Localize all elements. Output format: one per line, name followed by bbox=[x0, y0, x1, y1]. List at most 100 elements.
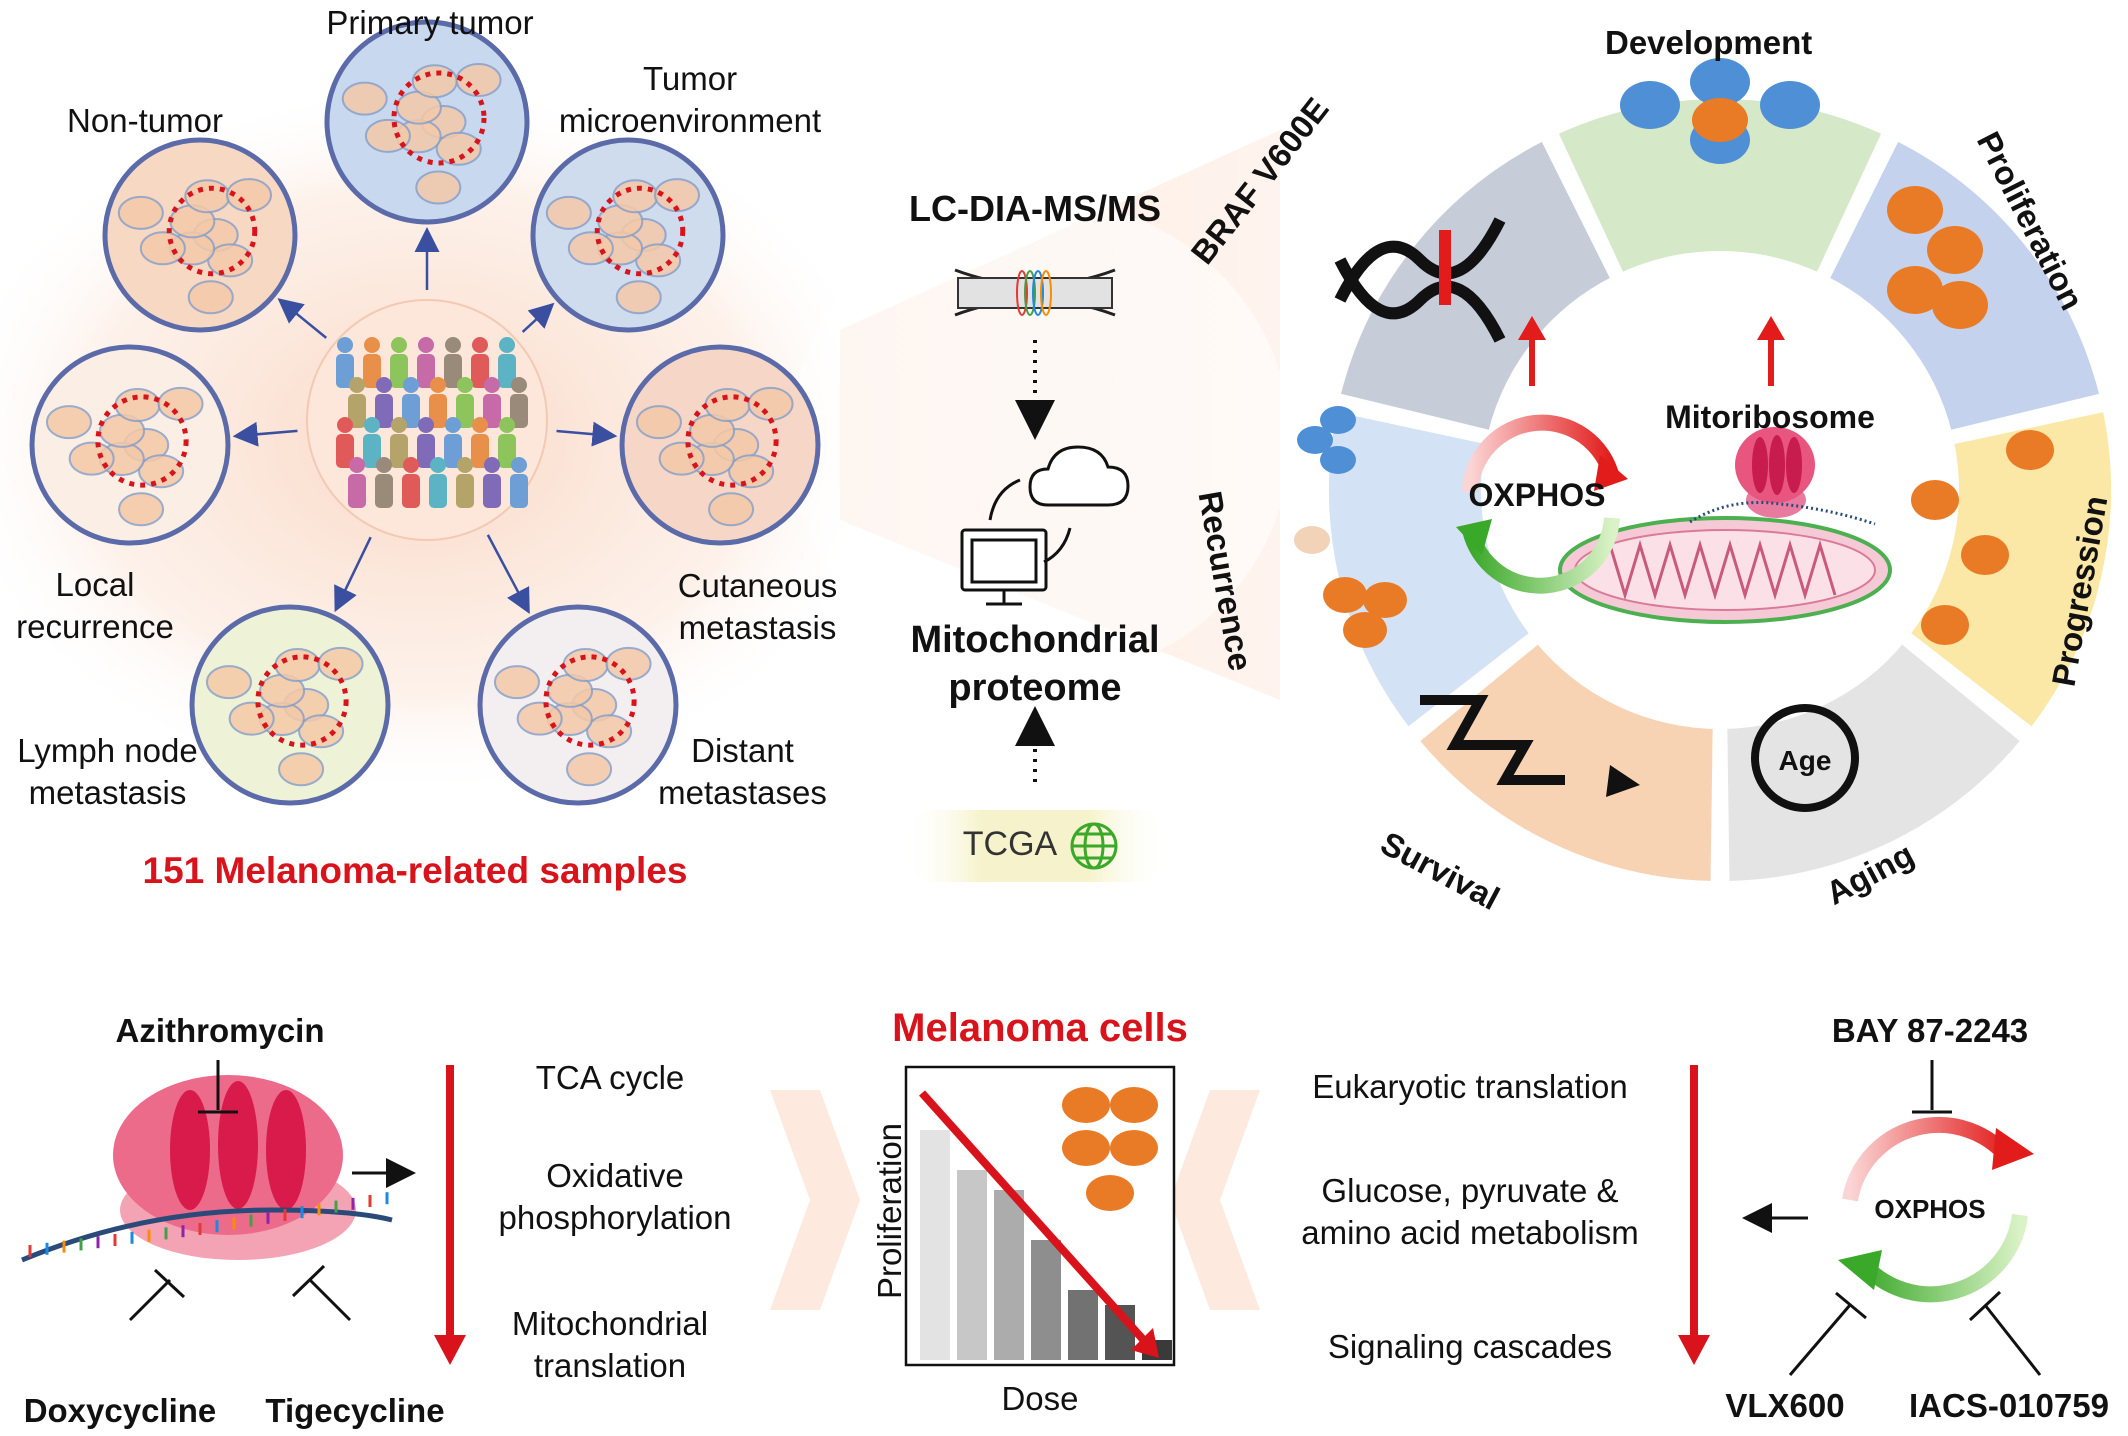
pathway-eukaryotic-translation: Eukaryotic translation bbox=[1312, 1068, 1628, 1105]
oxphos-cycle-icon bbox=[1456, 414, 1628, 594]
drug-bay: BAY 87-2243 bbox=[1831, 1012, 2029, 1049]
person-icon bbox=[402, 457, 420, 508]
chevron-right-shape bbox=[770, 1090, 860, 1310]
spoke-arrow bbox=[277, 298, 328, 339]
chart-bar-5 bbox=[1068, 1290, 1098, 1360]
person-icon bbox=[390, 337, 408, 388]
wheel-segment bbox=[1409, 633, 1721, 890]
person-icon bbox=[498, 417, 516, 468]
inhibition-lines-right bbox=[1788, 1060, 2042, 1376]
wheel-segment bbox=[1719, 633, 2031, 890]
person-icon bbox=[483, 377, 501, 428]
person-icon bbox=[429, 457, 447, 508]
person-icon bbox=[375, 457, 393, 508]
person-icon bbox=[336, 417, 354, 468]
person-icon bbox=[456, 457, 474, 508]
orange-cell-cluster bbox=[1062, 1087, 1158, 1211]
chart-bar-1 bbox=[920, 1130, 950, 1360]
trend-arrow bbox=[919, 1090, 1151, 1348]
drug-tigecycline: Tigecycline bbox=[265, 1392, 445, 1429]
spoke-arrow bbox=[486, 534, 530, 614]
label-non-tumor: Non-tumor bbox=[67, 102, 223, 139]
computer-cloud-icon bbox=[960, 445, 1130, 606]
segment-icons bbox=[1294, 58, 2054, 812]
person-icon bbox=[483, 457, 501, 508]
spoke-arrow bbox=[232, 421, 298, 447]
red-down-arrows bbox=[434, 1065, 1710, 1365]
sample-circle-distant bbox=[477, 604, 679, 806]
method-label: LC-DIA-MS/MS bbox=[909, 188, 1161, 229]
sample-circle-cutaneous bbox=[619, 344, 821, 546]
oxphos-bottom-label: OXPHOS bbox=[1874, 1194, 1986, 1224]
globe-icon bbox=[1070, 822, 1118, 870]
chart-bar-4 bbox=[1031, 1240, 1061, 1360]
person-icon bbox=[471, 417, 489, 468]
person-icon bbox=[348, 457, 366, 508]
label-primary-tumor: Primary tumor bbox=[326, 4, 534, 41]
person-icon bbox=[444, 417, 462, 468]
sample-circle-local bbox=[29, 344, 231, 546]
age-icon-label: Age bbox=[1778, 745, 1832, 776]
pathway-signaling: Signaling cascades bbox=[1327, 1328, 1613, 1365]
person-icon bbox=[498, 337, 516, 388]
person-icon bbox=[417, 337, 435, 388]
drug-vlx600: VLX600 bbox=[1725, 1387, 1845, 1424]
chart-ylabel: Proliferation bbox=[871, 1122, 908, 1300]
survival-zigzag-icon bbox=[1420, 695, 1565, 785]
sample-circle-nontumor bbox=[102, 137, 298, 333]
melanoma-cells-title: Melanoma cells bbox=[892, 1006, 1188, 1050]
up-arrow-icon bbox=[1518, 316, 1785, 386]
person-icon bbox=[402, 377, 420, 428]
person-icon bbox=[429, 377, 447, 428]
inhibition-lines-left bbox=[128, 1060, 352, 1322]
spoke-arrow bbox=[556, 421, 618, 447]
drug-azithromycin: Azithromycin bbox=[115, 1012, 325, 1049]
oxphos-label: OXPHOS bbox=[1468, 477, 1606, 513]
person-icon bbox=[510, 377, 528, 428]
chart-xlabel: Dose bbox=[1001, 1380, 1079, 1417]
person-icon bbox=[336, 337, 354, 388]
oxphos-cycle-bottom-icon bbox=[1838, 1117, 2034, 1303]
person-icon bbox=[444, 337, 462, 388]
mitoribosome-label: Mitoribosome bbox=[1665, 399, 1875, 435]
person-icon bbox=[471, 337, 489, 388]
mitoribosome-icon bbox=[1689, 427, 1876, 526]
mitochondrion-illustration bbox=[1558, 516, 1892, 624]
aging-cycle-icon bbox=[1751, 704, 1859, 812]
wheel-label-development: Development bbox=[1605, 24, 1813, 61]
sample-circle-tme bbox=[530, 137, 726, 333]
chart-bar-3 bbox=[994, 1190, 1024, 1360]
person-icon bbox=[417, 417, 435, 468]
ribosome-icon bbox=[21, 1075, 393, 1263]
person-icon bbox=[363, 417, 381, 468]
chevron-left-shape bbox=[1170, 1090, 1260, 1310]
sample-circle-lymph bbox=[189, 604, 391, 806]
person-icon bbox=[363, 337, 381, 388]
pathway-metabolism: Glucose, pyruvate &amino acid metabolism bbox=[1301, 1172, 1639, 1251]
drug-doxycycline: Doxycycline bbox=[23, 1392, 217, 1429]
sample-circle-primary bbox=[324, 19, 530, 225]
tcga-glow bbox=[900, 810, 1170, 882]
person-icon bbox=[390, 417, 408, 468]
samples-title: 151 Melanoma-related samples bbox=[142, 850, 688, 891]
spoke-arrow bbox=[521, 302, 555, 333]
person-icon bbox=[456, 377, 474, 428]
person-icon bbox=[348, 377, 366, 428]
chart-bar-2 bbox=[957, 1170, 987, 1360]
pathway-tca: TCA cycle bbox=[535, 1059, 685, 1096]
person-icon bbox=[375, 377, 393, 428]
drug-iacs: IACS-010759 bbox=[1909, 1387, 2109, 1424]
spoke-arrow bbox=[334, 536, 372, 613]
person-icon bbox=[510, 457, 528, 508]
dna-icon bbox=[1334, 217, 1506, 343]
ms-instrument-icon bbox=[954, 268, 1116, 317]
